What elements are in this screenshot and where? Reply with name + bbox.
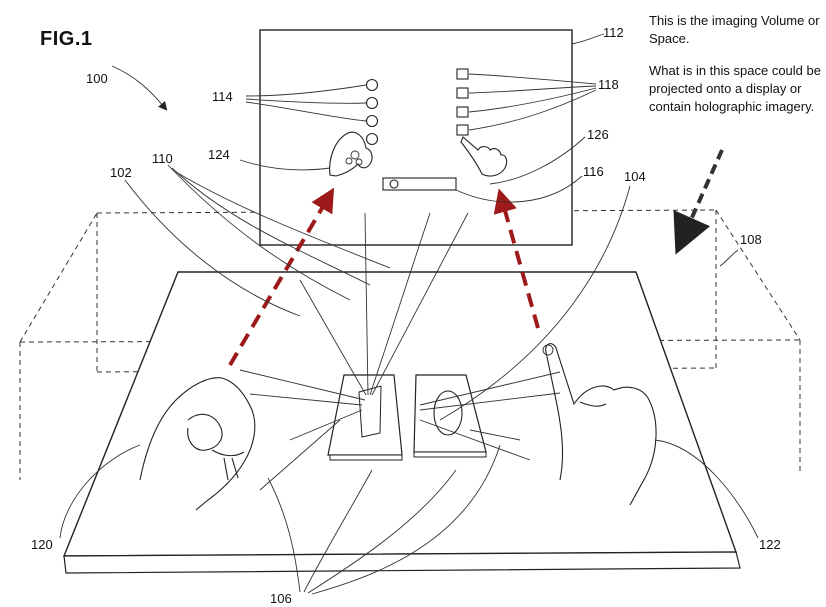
display-circle-button [365, 78, 379, 92]
ref-106: 106 [270, 591, 292, 606]
figure-title: FIG.1 [40, 28, 93, 50]
virtual-hand-left [329, 131, 373, 177]
display-slider-knob [389, 179, 399, 189]
left-hand [139, 377, 256, 511]
right-projection-arrow [493, 188, 540, 329]
display-slider [382, 177, 457, 191]
display-circle-button [365, 96, 379, 110]
ref-112: 112 [603, 25, 624, 40]
interaction-pads [327, 374, 487, 461]
display-square-button [456, 106, 469, 118]
ref-124: 124 [208, 147, 230, 162]
projection-arrows [228, 187, 540, 367]
ref-100: 100 [86, 71, 108, 86]
sensing-rays [239, 212, 561, 491]
leader-lines [59, 33, 759, 595]
ref-104: 104 [624, 169, 646, 184]
virtual-hand-right [460, 136, 508, 177]
ref-114: 114 [212, 89, 233, 104]
real-hands [139, 343, 657, 511]
ref-118: 118 [598, 77, 619, 92]
ref-126: 126 [587, 127, 609, 142]
projection-note: What is in this space could be projected… [649, 63, 821, 114]
right-hand [545, 343, 657, 506]
display-panel [259, 29, 573, 246]
ref-110: 110 [152, 151, 173, 166]
ref-120: 120 [31, 537, 53, 552]
ref-102: 102 [110, 165, 132, 180]
ref-108: 108 [740, 232, 762, 247]
ref-122: 122 [759, 537, 781, 552]
display-square-button [456, 124, 469, 136]
display-circle-button [365, 132, 379, 146]
ref-116: 116 [583, 164, 604, 179]
display-circle-button [365, 114, 379, 128]
table-surface [62, 271, 741, 574]
left-projection-arrow [228, 187, 335, 367]
note-pointer-arrow [673, 149, 724, 255]
imaging-volume-note: This is the imaging Volume or Space. [649, 13, 820, 46]
display-square-button [456, 87, 469, 99]
display-square-button [456, 68, 469, 80]
reference-numerals: 100 102 110 114 124 112 118 126 116 104 … [31, 25, 781, 606]
